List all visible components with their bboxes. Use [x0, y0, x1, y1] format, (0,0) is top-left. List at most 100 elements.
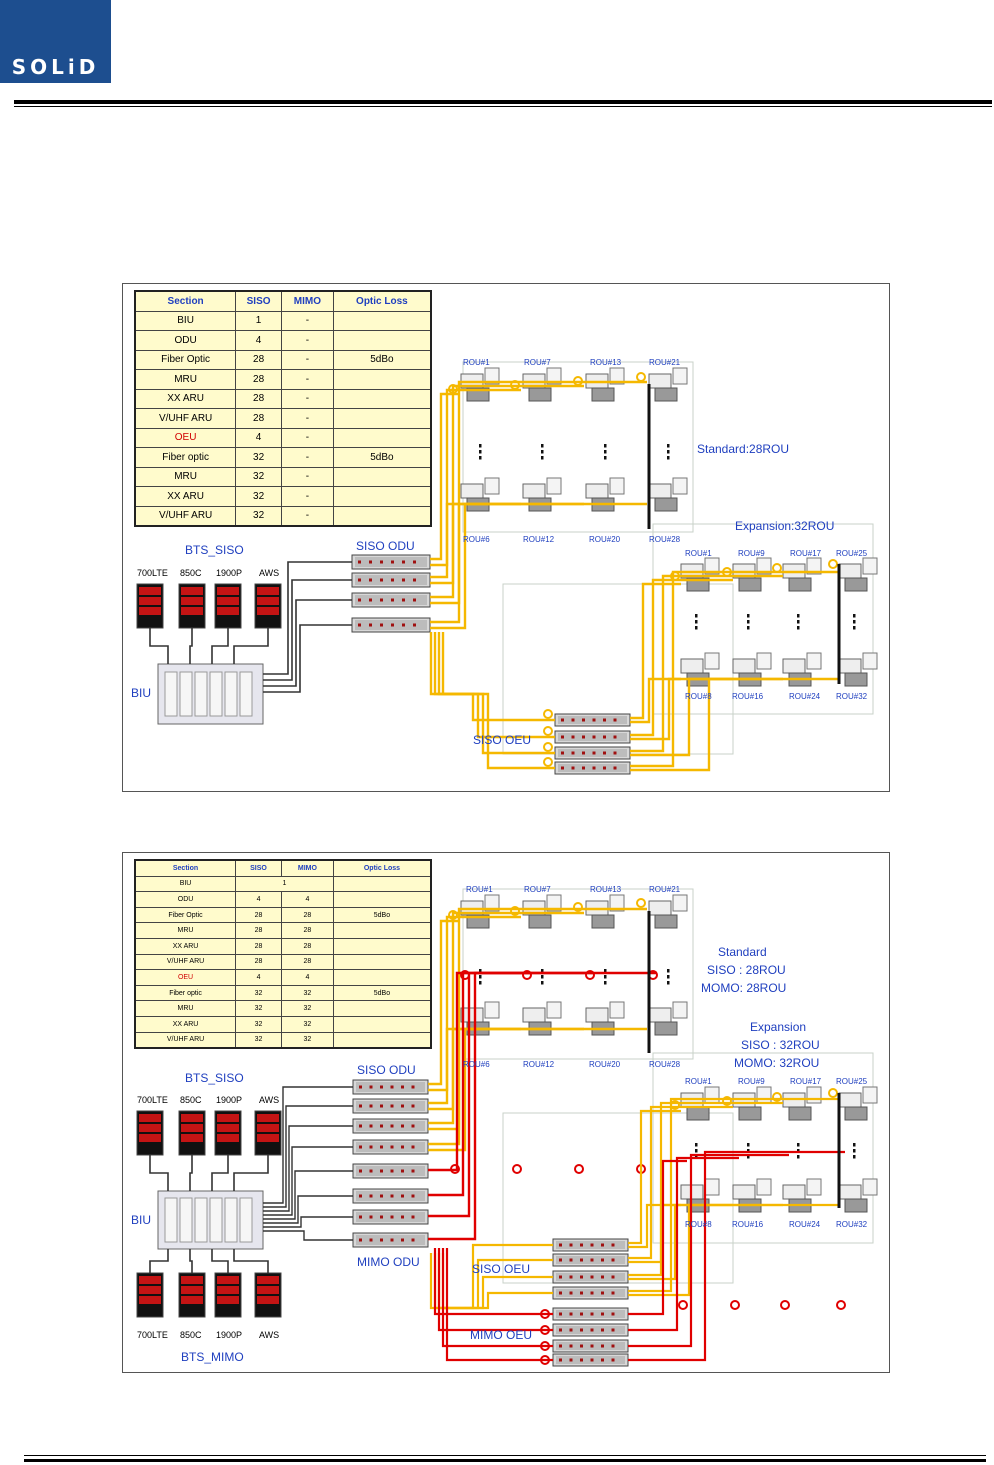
cell: - — [280, 505, 334, 527]
siso-oeu-rack-port — [559, 1291, 562, 1295]
rou-unit-unit — [466, 387, 490, 402]
rou-label: ROU#9 — [738, 1077, 765, 1086]
ellipsis-dot — [747, 1143, 750, 1147]
header-optic-loss: Optic Loss — [332, 859, 432, 877]
fiber-cable — [630, 578, 733, 737]
mimo-odu-rack-port — [380, 1169, 383, 1173]
rou-unit — [460, 483, 484, 499]
cell: 28 — [235, 349, 282, 370]
siso-odu-rack-port — [358, 578, 361, 582]
cell: Fiber Optic — [134, 349, 237, 370]
siso-oeu-rack-port — [559, 1258, 562, 1262]
cell: V/UHF ARU — [134, 953, 237, 971]
fiber-cable — [630, 677, 733, 741]
building-outline — [652, 1052, 874, 1244]
siso-oeu-rack-port — [601, 1275, 604, 1279]
siso-odu-rack-port — [380, 1145, 383, 1149]
siso-odu-rack-port — [369, 1104, 373, 1108]
ellipsis-dot — [797, 626, 800, 630]
siso-oeu-rack-port — [603, 766, 606, 770]
siso-odu-rack-port — [390, 1145, 394, 1149]
mimo-odu-rack-port — [411, 1215, 415, 1219]
siso-odu-rack-port — [390, 1104, 394, 1108]
cell — [332, 953, 432, 971]
siso-odu-rack-port — [402, 598, 405, 602]
ellipsis-dot — [667, 456, 670, 460]
siso-oeu-rack-port — [603, 751, 606, 755]
cell: 1 — [235, 875, 334, 893]
mimo-oeu-rack-port — [569, 1344, 573, 1348]
cell: 28 — [235, 922, 282, 939]
cell: V/UHF ARU — [134, 408, 237, 429]
cell: XX ARU — [134, 388, 237, 409]
bts-siso-cabinet-module — [181, 1134, 203, 1142]
rou-unit-unit — [528, 387, 552, 402]
biu-card — [194, 671, 208, 717]
bts-cabinet-module — [257, 607, 279, 615]
rou-unit-antenna — [484, 894, 500, 912]
fiber-loop — [540, 1341, 550, 1351]
rou-unit-unit — [844, 1198, 868, 1213]
fiber-loop — [722, 1096, 732, 1106]
ellipsis-dot — [695, 1155, 698, 1159]
rou-unit-antenna — [756, 1086, 772, 1104]
rou-unit — [838, 563, 862, 579]
fiber-cable — [428, 1027, 459, 1092]
rou-label: ROU#17 — [790, 549, 822, 558]
cell — [332, 408, 432, 429]
biu-card — [179, 1197, 193, 1243]
siso-oeu-rack-port — [611, 1258, 615, 1262]
fiber-loop — [540, 1309, 550, 1319]
rou-unit — [782, 1184, 806, 1200]
cell: 32 — [235, 505, 282, 527]
biu-card — [239, 1197, 253, 1243]
ellipsis-dot — [747, 1149, 750, 1153]
siso-oeu-label: SISO OEU — [472, 1262, 531, 1276]
bts-mimo-cabinet-module — [257, 1296, 279, 1304]
cell: XX ARU — [134, 937, 237, 955]
mimo-oeu-rack-port — [580, 1312, 583, 1316]
ellipsis-dot — [853, 1143, 856, 1147]
mimo-oeu-rack-port — [611, 1328, 615, 1332]
cell: 32 — [280, 1031, 334, 1049]
siso-odu-rack-port — [391, 598, 394, 602]
siso-oeu-rack-port — [592, 718, 596, 722]
ellipsis-dot — [604, 450, 607, 454]
mimo-odu-rack-port — [369, 1194, 373, 1198]
siso-oeu-rack-port — [592, 766, 596, 770]
expansion-title: Expansion — [750, 1020, 807, 1034]
fiber-cable — [430, 388, 521, 579]
ellipsis-dot — [604, 975, 607, 979]
siso-oeu-rack-port — [571, 751, 575, 755]
bts-mimo-cabinet-module — [181, 1296, 203, 1304]
siso-odu-rack-port — [358, 560, 361, 564]
siso-odu-rack-port — [390, 1085, 394, 1089]
fiber-loop — [512, 1164, 522, 1174]
cell: 1 — [235, 310, 282, 331]
siso-odu-rack-port — [358, 598, 361, 602]
siso-oeu-rack-port — [592, 735, 596, 739]
siso-oeu-rack-port — [582, 751, 585, 755]
fiber-cable — [430, 392, 459, 561]
rou-unit — [585, 483, 609, 499]
fiber-cable — [628, 1203, 839, 1297]
rou-unit-antenna — [672, 367, 688, 385]
rou-unit-antenna — [704, 557, 720, 575]
biu-card — [224, 1197, 238, 1243]
fiber-cable — [428, 915, 521, 1105]
siso-oeu-rack-port — [561, 766, 564, 770]
ellipsis-dot — [667, 444, 670, 448]
fiber-cable — [428, 919, 459, 1086]
bts-siso-cabinet-module — [257, 1114, 279, 1122]
rou-label: ROU#13 — [590, 358, 622, 367]
coax-cable — [263, 1105, 353, 1208]
fiber-loop — [573, 902, 583, 912]
coax-cable — [233, 1249, 269, 1273]
bts-cabinet-module — [139, 607, 161, 615]
rou-label: ROU#9 — [738, 549, 765, 558]
fiber-loop — [828, 1088, 838, 1098]
cell — [332, 466, 432, 487]
cell: - — [280, 427, 334, 448]
